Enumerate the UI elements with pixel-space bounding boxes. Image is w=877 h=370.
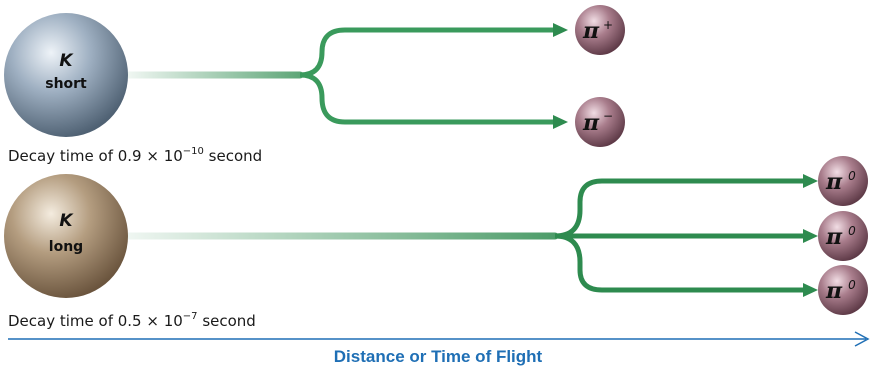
pion-charge: 0 [848, 278, 856, 292]
pion-zero-ball-1: π 0 [818, 156, 868, 206]
pion-minus-ball: π − [575, 97, 625, 147]
arrowhead [553, 23, 568, 37]
pion-symbol: π [825, 224, 843, 250]
arrowhead [803, 283, 818, 297]
kaon-long-symbol: K [59, 211, 74, 231]
kaon-short-label: short [45, 76, 87, 92]
klong-decay-caption: Decay time of 0.5 × 10−7 second [8, 311, 256, 330]
kaon-long-ball: K long [4, 174, 128, 298]
kaon-long-label: long [49, 239, 83, 255]
kshort-decay-caption: Decay time of 0.9 × 10−10 second [8, 146, 262, 165]
klong-decay-exponent: −7 [183, 311, 198, 322]
arrowhead [803, 229, 818, 243]
kshort-branch-down [299, 72, 555, 125]
klong-branch-down [554, 233, 805, 293]
pion-charge: − [603, 109, 613, 123]
arrowhead [553, 115, 568, 129]
kshort-branch-up [299, 27, 555, 78]
pion-symbol: π [582, 110, 600, 136]
pion-charge: + [603, 18, 613, 32]
pion-plus-ball: π + [575, 5, 625, 55]
pion-zero-ball-2: π 0 [818, 211, 868, 261]
kaon-short-ball: K short [4, 13, 128, 137]
kshort-decay-exponent: −10 [183, 146, 204, 157]
klong-decay-text: Decay time of 0.5 × 10 [8, 312, 183, 330]
arrowhead [803, 174, 818, 188]
pion-symbol: π [825, 278, 843, 304]
pion-zero-ball-3: π 0 [818, 265, 868, 315]
kshort-decay-unit: second [204, 147, 262, 165]
pion-charge: 0 [848, 224, 856, 238]
pion-symbol: π [825, 169, 843, 195]
pion-symbol: π [582, 18, 600, 44]
kaon-short-symbol: K [59, 51, 74, 71]
kshort-decay-text: Decay time of 0.9 × 10 [8, 147, 183, 165]
pion-charge: 0 [848, 169, 856, 183]
time-axis-arrowhead [854, 331, 870, 347]
klong-branch-up [554, 178, 805, 239]
klong-decay-unit: second [198, 312, 256, 330]
axis-label: Distance or Time of Flight [334, 347, 543, 366]
